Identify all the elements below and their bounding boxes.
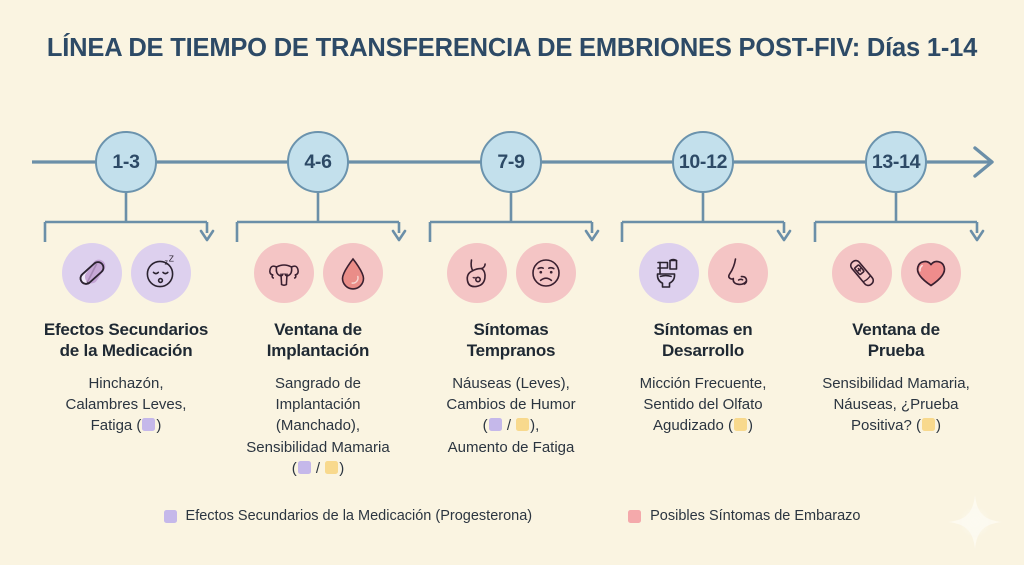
stage-icons: z Z [20,243,232,305]
stage-title-line-1: Síntomas en [653,320,753,339]
stomach-icon [446,243,507,303]
stage-title-line-1: Ventana de [274,320,362,339]
sleeping-face-icon: z Z [130,243,191,303]
stage-title-line-2: Implantación [266,341,370,361]
stage-title-line-2: Tempranos [466,341,556,361]
stage-early-symptoms: Síntomas Tempranos Náuseas (Leves), Camb… [405,243,617,458]
swatch-medication [142,418,156,432]
toilet-icon [638,243,699,303]
swatch-pregnancy [325,461,339,474]
legend-label: Efectos Secundarios de la Medicación (Pr… [185,508,533,524]
stage-medication-side-effects: z Z Efectos Secundarios de la Medicación… [20,243,232,437]
legend-item-pregnancy: Posibles Síntomas de Embarazo [628,508,860,524]
stage-description-line: Cambios de Humor [446,396,576,414]
svg-text:Z: Z [168,254,173,264]
timeline-node-3[interactable]: 7-9 [480,131,542,193]
stage-description: Micción Frecuente, Sentido del Olfato Ag… [597,373,809,437]
stage-description-line: Sangrado de [275,374,361,392]
page-title: LÍNEA DE TIEMPO DE TRANSFERENCIA DE EMBR… [46,34,978,62]
nose-icon [707,243,768,303]
timeline-node-label: 4-6 [304,150,332,173]
stage-description-line: Sentido del Olfato [643,396,763,414]
stage-description-line: Agudizado () [652,417,754,435]
stage-title-line-2: Prueba [867,341,925,361]
stage-description-line: Calambres Leves, [65,396,187,414]
stage-description-line: Micción Frecuente, [639,374,767,392]
stage-description-line: Fatiga () [90,417,162,435]
timeline-node-4[interactable]: 10-12 [672,131,734,193]
swatch-pregnancy [734,418,748,432]
stage-description-line: Implantación [275,396,361,414]
stage-title: Ventana de Prueba [790,319,1002,362]
timeline-node-label: 10-12 [678,150,728,173]
stage-description-line: Sensibilidad Mamaria, [822,374,970,392]
stage-title: Efectos Secundarios de la Medicación [20,319,232,362]
stage-description-line: Náuseas, ¿Prueba [833,396,959,414]
stage-title-line-2: de la Medicación [59,341,193,361]
svg-text:z: z [164,260,168,267]
stage-description: Hinchazón, Calambres Leves, Fatiga () [20,373,232,437]
legend-swatch-pregnancy [628,509,642,523]
timeline-node-label: 7-9 [497,150,525,173]
sad-face-icon [515,243,576,303]
swatch-medication [297,461,311,474]
swatch-medication [488,418,502,432]
stage-description: Sangrado de Implantación (Manchado), Sen… [212,373,424,479]
swatch-pregnancy [922,418,936,432]
swatch-pregnancy [516,418,530,432]
stage-title: Ventana de Implantación [212,319,424,362]
stage-implantation-window: Ventana de Implantación Sangrado de Impl… [212,243,424,479]
stage-title: Síntomas Tempranos [405,319,617,362]
stage-testing-window: Ventana de Prueba Sensibilidad Mamaria, … [790,243,1002,437]
stage-title-line-1: Ventana de [852,320,940,339]
stage-description-line: Hinchazón, [88,374,164,392]
stage-description-line: Aumento de Fatiga [447,438,575,456]
stage-description-line: (Manchado), [275,417,361,435]
stage-description-line: Sensibilidad Mamaria [246,438,390,456]
heart-icon [900,243,961,303]
stage-title-line-1: Efectos Secundarios [43,320,209,339]
stage-icons [212,243,424,305]
pregnancy-test-icon [831,243,892,303]
stage-description: Náuseas (Leves), Cambios de Humor ( / ),… [405,373,617,458]
stage-description: Sensibilidad Mamaria, Náuseas, ¿Prueba P… [790,373,1002,437]
stage-title-line-2: Desarrollo [661,341,745,361]
stage-icons [597,243,809,305]
blood-drop-icon [322,243,383,303]
stage-description-line: Positiva? () [850,417,942,435]
timeline-node-2[interactable]: 4-6 [287,131,349,193]
stage-title-line-1: Síntomas [473,320,549,339]
legend: Efectos Secundarios de la Medicación (Pr… [0,508,1024,524]
timeline-node-5[interactable]: 13-14 [865,131,927,193]
stage-description-line: ( / ), [482,417,540,435]
legend-label: Posibles Síntomas de Embarazo [650,508,861,524]
uterus-icon [253,243,314,303]
timeline-node-label: 13-14 [871,150,921,173]
timeline-node-label: 1-3 [112,150,140,173]
pill-capsule-icon [61,243,122,303]
stage-icons [405,243,617,305]
stage-description-line: ( / ) [291,460,345,477]
stage-developing-symptoms: Síntomas en Desarrollo Micción Frecuente… [597,243,809,437]
timeline-node-1[interactable]: 1-3 [95,131,157,193]
legend-swatch-medication [163,509,177,523]
stage-title: Síntomas en Desarrollo [597,319,809,362]
stage-icons [790,243,1002,305]
stage-description-line: Náuseas (Leves), [452,374,570,392]
legend-item-medication: Efectos Secundarios de la Medicación (Pr… [163,508,533,524]
